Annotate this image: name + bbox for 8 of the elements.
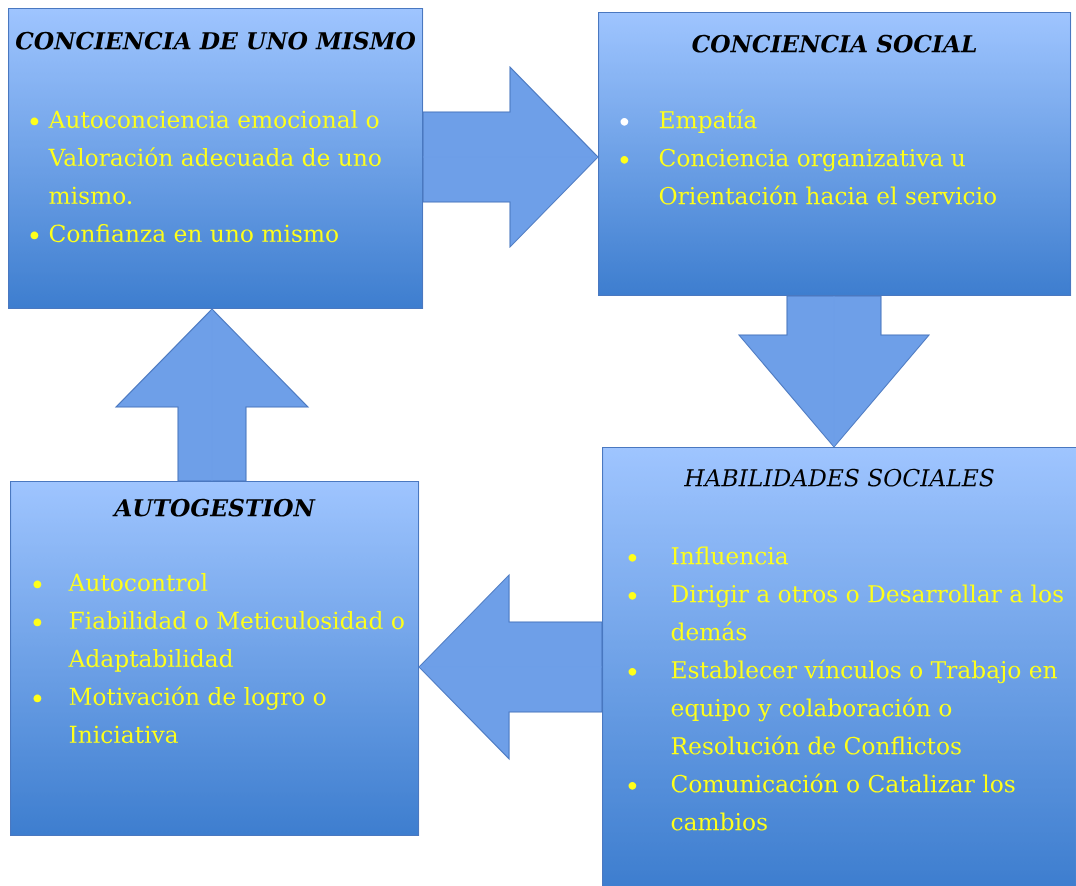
block-arrow (114, 308, 310, 482)
block-arrow (422, 65, 599, 249)
block-arrow (737, 295, 931, 448)
text-box: HABILIDADES SOCIALES Influencia Dirigir a otros o Desarrollar a los demás Establecer vínculos o Trabajo en equipo y colaboración o Resolución de Conflictos Comunicación o Catalizar los cambios (602, 447, 1076, 886)
text-box: AUTOGESTION Autocontrol Fiabilidad o Meticulosidad o Adaptabilidad Motivación de logro o Iniciativa (10, 481, 420, 837)
block-arrow (418, 573, 603, 761)
text-box: CONCIENCIA DE UNO MISMO Autoconciencia emocional o Valoración adecuada de uno mismo. Confianza en uno mismo (8, 8, 424, 310)
text-box: CONCIENCIA SOCIAL Empatía Conciencia organizativa u Orientación hacia el servicio (598, 12, 1072, 297)
